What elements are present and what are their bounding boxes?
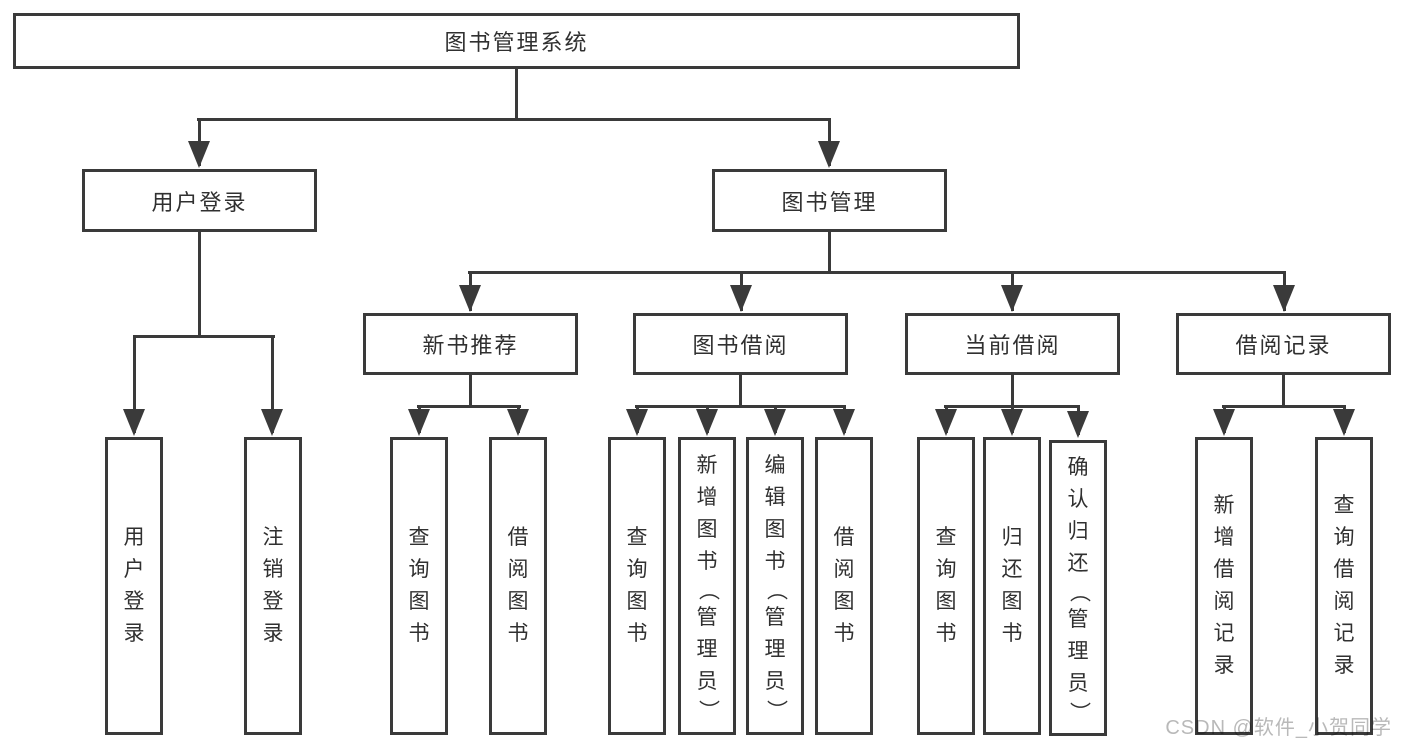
connector-book-management-stub xyxy=(828,231,831,273)
arrow-down-icon xyxy=(730,285,752,312)
leaf-label: 归还图书 xyxy=(1001,526,1023,645)
node-borrowing-records: 借阅记录 xyxy=(1176,313,1391,375)
node-book-borrowing: 图书借阅 xyxy=(633,313,848,375)
connector-stub xyxy=(1282,374,1285,407)
arrow-down-icon xyxy=(261,409,283,436)
leaf-confirm-return-admin: 确认归还（管理员） xyxy=(1049,440,1107,736)
leaf-query-books-recommend: 查询图书 xyxy=(390,437,448,735)
node-user-login: 用户登录 xyxy=(82,169,317,232)
connector-branch-bus xyxy=(1222,405,1346,408)
leaf-add-books-admin: 新增图书（管理员） xyxy=(678,437,736,735)
leaf-label: 查询图书 xyxy=(408,526,430,645)
arrow-down-icon xyxy=(935,409,957,436)
arrow-down-icon xyxy=(1067,411,1089,438)
connector-stub xyxy=(739,374,742,407)
node-new-book-recommendation: 新书推荐 xyxy=(363,313,578,375)
node-current-borrowing: 当前借阅 xyxy=(905,313,1120,375)
leaf-label: 借阅图书 xyxy=(507,526,529,645)
node-book-management: 图书管理 xyxy=(712,169,947,232)
arrow-down-icon xyxy=(1001,285,1023,312)
leaf-borrow-books-recommend: 借阅图书 xyxy=(489,437,547,735)
connector-branch-bus xyxy=(944,405,1080,408)
leaf-logout: 注销登录 xyxy=(244,437,302,735)
leaf-edit-books-admin: 编辑图书（管理员） xyxy=(746,437,804,735)
connector-user-login-stub xyxy=(198,231,201,337)
leaf-label: 新增借阅记录 xyxy=(1213,494,1235,677)
connector-user-login-bus xyxy=(133,335,275,338)
arrow-down-icon xyxy=(123,409,145,436)
arrow-down-icon xyxy=(764,409,786,436)
arrow-down-icon xyxy=(459,285,481,312)
arrow-down-icon xyxy=(818,141,840,168)
connector-root-stub xyxy=(515,66,518,120)
arrow-down-icon xyxy=(626,409,648,436)
leaf-borrow-books-borrowing: 借阅图书 xyxy=(815,437,873,735)
node-root: 图书管理系统 xyxy=(13,13,1020,69)
leaf-label: 编辑图书（管理员） xyxy=(764,454,787,721)
arrow-down-icon xyxy=(188,141,210,168)
leaf-label: 借阅图书 xyxy=(833,526,855,645)
leaf-label: 查询图书 xyxy=(626,526,648,645)
connector-drop xyxy=(133,337,136,433)
watermark: CSDN @软件_小贺同学 xyxy=(1165,717,1392,739)
leaf-label: 确认归还（管理员） xyxy=(1067,456,1090,723)
connector-level2-bus xyxy=(197,118,831,121)
connector-level3-bus xyxy=(468,271,1286,274)
arrow-down-icon xyxy=(1333,409,1355,436)
connector-drop xyxy=(271,337,274,433)
leaf-query-books-borrowing: 查询图书 xyxy=(608,437,666,735)
leaf-query-borrow-record: 查询借阅记录 xyxy=(1315,437,1373,735)
leaf-label: 注销登录 xyxy=(262,526,284,645)
connector-branch-bus xyxy=(635,405,846,408)
leaf-user-login: 用户登录 xyxy=(105,437,163,735)
arrow-down-icon xyxy=(507,409,529,436)
arrow-down-icon xyxy=(408,409,430,436)
arrow-down-icon xyxy=(1273,285,1295,312)
leaf-add-borrow-record: 新增借阅记录 xyxy=(1195,437,1253,735)
arrow-down-icon xyxy=(1213,409,1235,436)
leaf-label: 查询图书 xyxy=(935,526,957,645)
leaf-query-books-current: 查询图书 xyxy=(917,437,975,735)
leaf-label: 用户登录 xyxy=(123,526,145,645)
connector-branch-bus xyxy=(417,405,521,408)
connector-stub xyxy=(469,374,472,407)
leaf-label: 新增图书（管理员） xyxy=(696,454,719,721)
connector-stub xyxy=(1011,374,1014,407)
arrow-down-icon xyxy=(1001,409,1023,436)
arrow-down-icon xyxy=(833,409,855,436)
leaf-return-books: 归还图书 xyxy=(983,437,1041,735)
leaf-label: 查询借阅记录 xyxy=(1333,494,1355,677)
arrow-down-icon xyxy=(696,409,718,436)
